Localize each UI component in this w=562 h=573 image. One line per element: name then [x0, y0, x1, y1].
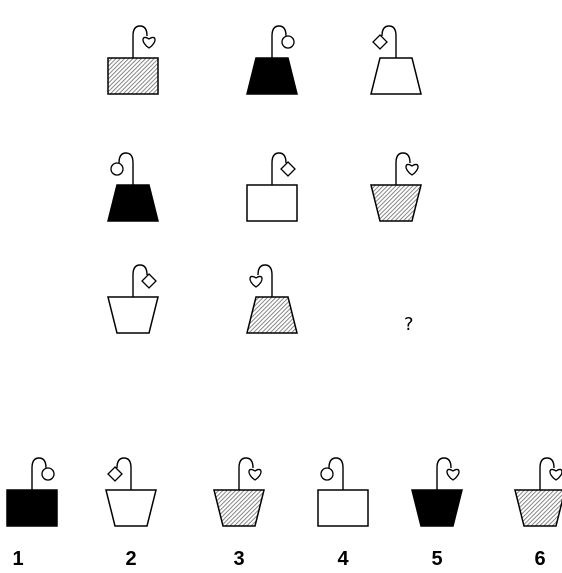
option-plant-5	[412, 458, 462, 526]
inverted-trapezoid-pot	[214, 490, 264, 526]
grid-plant-r3c1	[108, 265, 158, 333]
trapezoid-pot	[247, 297, 297, 333]
missing-item-question-mark: ?	[404, 314, 414, 335]
inverted-trapezoid-pot	[106, 490, 156, 526]
grid-plant-r2c2	[247, 153, 297, 221]
option-plant-1	[7, 458, 57, 526]
option-label-2: 2	[125, 548, 136, 570]
grid-plant-r1c3	[371, 26, 421, 94]
circle-flower-icon	[111, 163, 123, 175]
diamond-flower-icon	[373, 35, 387, 49]
heart-flower-icon	[550, 469, 562, 480]
diamond-flower-icon	[108, 467, 122, 481]
circle-flower-icon	[321, 468, 333, 480]
option-plant-2	[106, 458, 156, 526]
heart-flower-icon	[406, 164, 418, 175]
inverted-trapezoid-pot	[371, 185, 421, 221]
option-label-3: 3	[233, 548, 244, 570]
option-label-1: 1	[12, 548, 23, 570]
rectangle-pot	[247, 185, 297, 221]
rectangle-pot	[7, 490, 57, 526]
option-label-6: 6	[534, 548, 545, 570]
rectangle-pot	[318, 490, 368, 526]
rectangle-pot	[108, 58, 158, 94]
diamond-flower-icon	[281, 162, 295, 176]
option-plant-6	[515, 458, 562, 526]
inverted-trapezoid-pot	[515, 490, 562, 526]
heart-flower-icon	[143, 37, 155, 48]
grid-plant-r1c2	[247, 26, 297, 94]
grid-plant-r2c3	[371, 153, 421, 221]
heart-flower-icon	[250, 276, 262, 287]
trapezoid-pot	[247, 58, 297, 94]
grid-plant-r3c2	[247, 265, 297, 333]
inverted-trapezoid-pot	[108, 297, 158, 333]
option-label-4: 4	[337, 548, 349, 570]
option-label-5: 5	[431, 548, 442, 570]
grid-plant-r1c1	[108, 26, 158, 94]
puzzle-grid	[108, 26, 421, 333]
inverted-trapezoid-pot	[412, 490, 462, 526]
heart-flower-icon	[447, 469, 459, 480]
trapezoid-pot	[371, 58, 421, 94]
circle-flower-icon	[42, 468, 54, 480]
heart-flower-icon	[249, 469, 261, 480]
trapezoid-pot	[108, 185, 158, 221]
grid-plant-r2c1	[108, 153, 158, 221]
option-plant-4	[318, 458, 368, 526]
option-plant-3	[214, 458, 264, 526]
answer-options	[7, 458, 562, 526]
circle-flower-icon	[282, 36, 294, 48]
diamond-flower-icon	[142, 274, 156, 288]
option-labels: 1 2 3 4 5 6	[12, 548, 545, 570]
